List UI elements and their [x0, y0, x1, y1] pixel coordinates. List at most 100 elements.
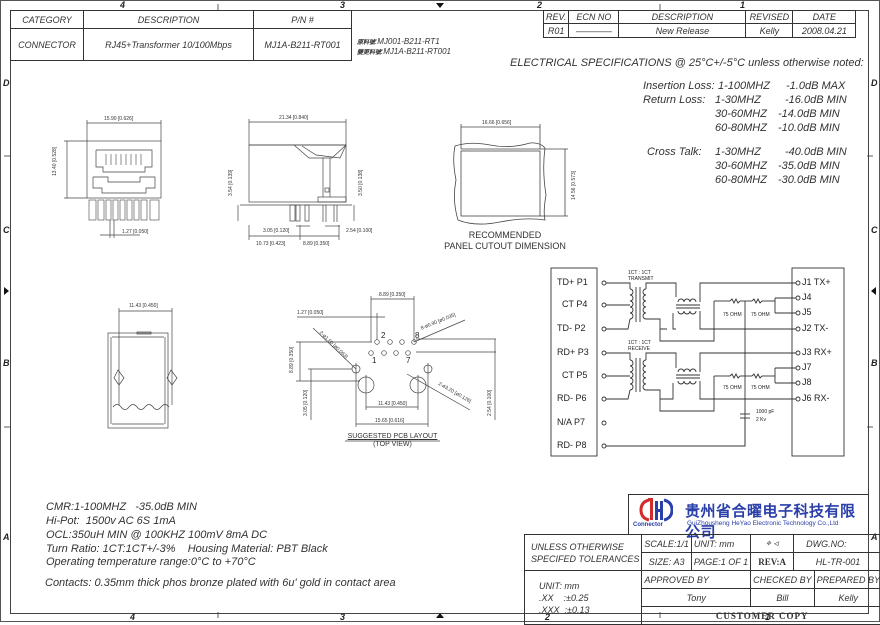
tolerance-xxx: .XXX :±0.13 [539, 604, 590, 615]
cross-talk-range: 60-80MHZ [715, 174, 767, 186]
insertion-loss-range: 1-100MHZ [718, 80, 770, 92]
pcb-pin-label-8: 8 [415, 331, 420, 340]
zone-label-left-b: B [3, 358, 10, 368]
tx-ratio-label: 1CT : 1CT [628, 270, 651, 276]
schematic [550, 267, 845, 457]
tolerance-xx: .XX :±0.25 [539, 592, 589, 603]
return-loss-range: 30-60MHZ [715, 108, 767, 120]
center-arrow-right [871, 287, 876, 295]
side-left-height-dim: 3.54 [0.139] [228, 169, 234, 196]
cross-talk-range: 30-60MHZ [715, 160, 767, 172]
schematic-pin-p3: RD+ P3 [557, 347, 589, 357]
left-pin-box [550, 267, 598, 457]
rev-cell-rev: R01 [542, 23, 570, 38]
pcb-caption-line1: SUGGESTED PCB LAYOUT [347, 433, 438, 440]
tolerance-title-cell: UNLESS OTHERWISE SPECIFED TOLERANCES [523, 534, 643, 571]
header-cell-pn: MJ1A-B211-RT001 [253, 28, 352, 61]
pcb-outer-dim: 15.65 [0.616] [375, 418, 405, 424]
panel-caption-line1: RECOMMENDED [468, 230, 542, 240]
zone-label-bottom-3: 3 [340, 612, 346, 622]
schematic-pin-j8: J8 [802, 377, 812, 387]
part-note-changed: 變更料號:MJ1A-B211-RT001 [357, 47, 451, 56]
prepared-by-name: Kelly [813, 588, 880, 607]
pcb-pin-hole [381, 350, 387, 356]
zone-label-right-b: B [871, 358, 878, 368]
return-loss-value: -10.0dB MIN [778, 122, 840, 134]
pcb-right-dim: 2.54 [0.100] [487, 389, 493, 416]
rx-label: RECEIVE [628, 346, 650, 352]
cross-talk-value: -35.0dB MIN [778, 160, 840, 172]
approved-by-label: APPROVED BY [641, 570, 752, 589]
insertion-loss-value: -1.0dB MAX [786, 80, 846, 92]
pcb-pin-hole [368, 350, 374, 356]
schematic-pin-j5: J5 [802, 307, 812, 317]
resistor-label: 75 OHM [751, 312, 770, 318]
dwg-number-cell: HL-TR-001 [793, 552, 880, 571]
schematic-pin-j4: J4 [802, 292, 812, 302]
pcb-pin-label-1: 1 [372, 356, 377, 365]
zone-label-top-2: 2 [537, 0, 543, 10]
cross-talk-value: -30.0dB MIN [778, 174, 840, 186]
panel-caption-line2: PANEL CUTOUT DIMENSION [444, 241, 566, 251]
part-note-original: 原料號:MJ001-B211-RT1 [357, 37, 440, 46]
bottom-width-dim: 11.43 [0.450] [129, 303, 158, 309]
header-cell-description: RJ45+Transformer 10/100Mbps [83, 28, 254, 61]
pcb-pin-label-7: 7 [406, 356, 411, 365]
right-pin-box [791, 267, 845, 457]
resistor-label: 75 OHM [751, 385, 770, 391]
electrical-title: ELECTRICAL SPECIFICATIONS @ 25°C+/-5°C u… [510, 57, 864, 69]
schematic-pin-p6: RD- P6 [557, 393, 587, 403]
header-table: CATEGORY DESCRIPTION P/N # CONNECTOR RJ4… [10, 10, 352, 61]
capacitor-voltage: 2 Kv [756, 417, 767, 423]
schematic-pin-j7: J7 [802, 362, 812, 372]
rx-ratio-label: 1CT : 1CT [628, 340, 651, 346]
pcb-dim-pitch: 1.27 [0.050] [297, 310, 324, 316]
company-logo [639, 498, 673, 522]
pcb-pin-hole [387, 339, 393, 345]
note-contacts: Contacts: 0.35mm thick phos bronze plate… [45, 577, 396, 589]
rev-col-rev: REV. [542, 10, 570, 24]
panel-cutout [453, 124, 568, 225]
side-dim-1: 3.05 [0.120] [263, 228, 290, 234]
center-arrow-left [4, 287, 9, 295]
pcb-left-dim: 3.05 [0.120] [303, 389, 309, 416]
projection-symbol-cell: ⌖ ⊲ [750, 534, 795, 553]
pcb-layout [296, 296, 496, 442]
tolerance-unit: UNIT: mm [539, 580, 580, 591]
tolerance-title-2: SPECIFED TOLERANCES [531, 553, 640, 564]
schematic-pin-j3: J3 RX+ [802, 347, 832, 357]
side-right-height-dim: 3.50 [0.138] [358, 169, 364, 196]
checked-by-name: Bill [750, 588, 815, 607]
note-hipot: Hi-Pot: 1500v AC 6S 1mA [46, 515, 176, 527]
cross-talk-range: 1-30MHZ [715, 146, 761, 158]
return-loss-range: 60-80MHZ [715, 122, 767, 134]
pcb-pin-hole [393, 350, 399, 356]
zone-label-top-1: 1 [740, 0, 746, 10]
bottom-view [107, 308, 178, 429]
title-block-table: UNLESS OTHERWISE SPECIFED TOLERANCES SCA… [523, 534, 880, 625]
rev-cell: REV:A [750, 552, 795, 571]
side-dim-4: 2.54 [0.100] [346, 228, 373, 234]
schematic-pin-p4: CT P4 [562, 299, 588, 309]
return-loss-range: 1-30MHZ [715, 94, 761, 106]
front-pitch-dim: 1.27 [0.050] [122, 229, 149, 235]
panel-height-dim: 14.56 [0.573] [571, 170, 577, 200]
pcb-dim-top: 8.89 [0.350] [379, 292, 406, 298]
schematic-pin-p1: TD+ P1 [557, 277, 588, 287]
revision-table: REV. ECN NO DESCRIPTION REVISED DATE R01… [542, 10, 857, 38]
zone-label-right-c: C [871, 225, 878, 235]
size-cell: SIZE: A3 [641, 552, 692, 571]
side-dim-2: 10.73 [0.423] [256, 241, 286, 247]
panel-width-dim: 16.66 [0.656] [482, 120, 512, 126]
company-block: Connector 贵州省合曜电子科技有限公司 GuiZhousheng HeY… [628, 494, 869, 541]
dwg-label-cell: DWG.NO: [793, 534, 880, 553]
scale-cell: SCALE:1/1 [641, 534, 692, 553]
rev-cell-date: 2008.04.21 [792, 23, 857, 38]
cross-talk-value: -40.0dB MIN [785, 146, 847, 158]
approved-by-name: Tony [641, 588, 752, 607]
zone-label-right-d: D [871, 78, 878, 88]
revision-row: R01 ———— New Release Kelly 2008.04.21 [542, 23, 857, 38]
schematic-pin-j6: J6 RX- [802, 393, 830, 403]
center-arrows [4, 3, 876, 618]
schematic-pin-p7: N/A P7 [557, 417, 586, 427]
